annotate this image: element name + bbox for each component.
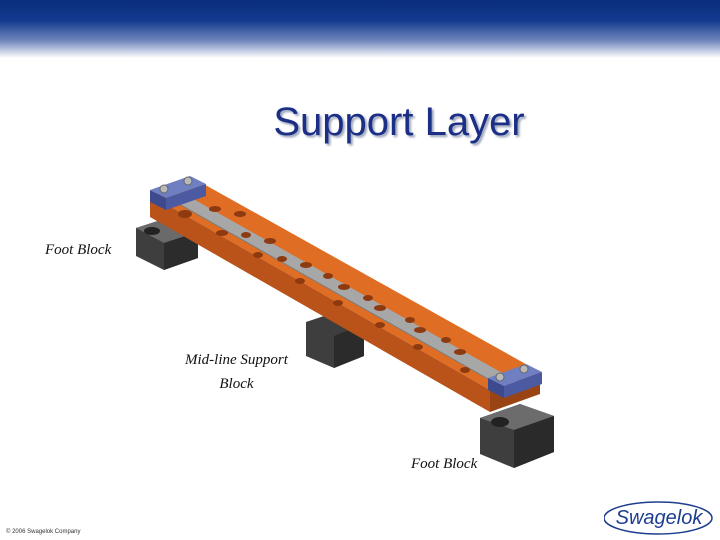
right-foot-block: [480, 404, 554, 468]
midline-support-label: Mid-line Support Block: [185, 348, 288, 396]
slide-title: Support Layer: [273, 100, 525, 144]
left-clamp: [150, 176, 206, 210]
right-clamp: [488, 364, 542, 398]
midline-label-line1: Mid-line Support: [185, 352, 288, 368]
midline-label-line2: Block: [219, 376, 254, 392]
foot-block-label-right: Foot Block: [411, 455, 478, 473]
swagelok-logo: Swagelok: [604, 501, 713, 535]
logo-text: Swagelok: [616, 507, 704, 529]
header-band: [0, 0, 720, 58]
copyright-text: © 2006 Swagelok Company: [6, 529, 81, 535]
orange-rail: [150, 182, 540, 412]
foot-block-label-left: Foot Block: [45, 241, 112, 259]
